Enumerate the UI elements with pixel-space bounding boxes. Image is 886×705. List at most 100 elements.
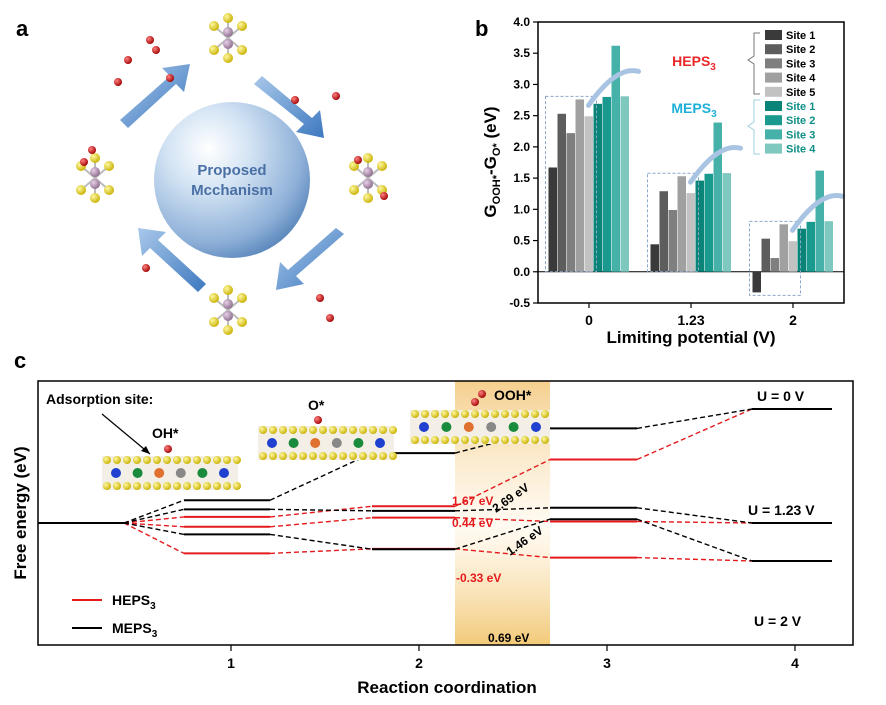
legend-group-heps: HEPS3: [672, 53, 716, 73]
legend-label: Site 1: [786, 101, 815, 113]
legend-label: Site 4: [786, 73, 816, 85]
legend-label: Site 5: [786, 87, 815, 99]
y-axis-ticks: -0.5 0.0 0.5 1.0 1.5 2.0 2.5 3.0 3.5 4.0: [509, 15, 538, 310]
connector-heps-U0-3: [636, 408, 753, 461]
legend-label: Site 3: [786, 129, 815, 141]
bar-meps-site-4-0: [620, 96, 629, 272]
bar-series: [538, 45, 845, 296]
bar-meps-site-2-0: [602, 96, 611, 272]
y-tick-label: 2.5: [513, 109, 530, 123]
bar-heps-site-4-2: [779, 224, 788, 272]
potential-label-u2: U = 2 V: [754, 613, 802, 629]
connector-meps-U123-1: [269, 508, 373, 512]
connector-meps-U2-2: [454, 518, 551, 550]
legend-swatch: [765, 44, 782, 55]
legend-label-meps: MEPS3: [112, 620, 158, 640]
bar-heps-site-2-1.23: [659, 191, 668, 272]
y-tick-label: 4.0: [513, 15, 530, 29]
panel-a-letter: a: [16, 16, 29, 41]
connector-meps-U123-0: [123, 508, 185, 524]
x-axis-title-c: Reaction coordination: [357, 678, 536, 697]
arrow-top-left-icon: [120, 64, 190, 128]
x-tick-label-c: 3: [603, 655, 611, 671]
legend-swatch: [765, 30, 782, 40]
connector-meps-U2-1: [269, 533, 373, 550]
bar-heps-site-1-1.23: [650, 244, 659, 272]
bar-heps-site-1-0: [548, 167, 557, 272]
bar-heps-site-5-0: [584, 116, 593, 272]
bar-heps-site-4-1.23: [677, 176, 686, 272]
bar-heps-site-5-2: [788, 241, 797, 272]
legend-swatch: [765, 101, 782, 111]
panel-c-letter: c: [14, 348, 26, 373]
highlight-box-1.23: [647, 172, 699, 273]
y-tick-label: 0.5: [513, 234, 530, 248]
curved-arrow-icon: [790, 193, 845, 233]
x-tick-label: 0: [585, 312, 593, 328]
bar-heps-site-5-1.23: [686, 193, 695, 272]
legend-swatch: [765, 58, 782, 69]
bar-heps-site-3-2: [770, 258, 779, 272]
bar-meps-site-3-2: [815, 170, 824, 272]
legend-group-meps: MEPS3: [671, 100, 717, 120]
mechanism-label-line1: Proposed: [197, 162, 266, 179]
connector-heps-U2-0: [123, 522, 185, 555]
arrow-bottom-right-icon: [276, 228, 344, 290]
bar-meps-site-3-0: [611, 45, 620, 272]
highlight-box-2: [749, 220, 801, 296]
annot-meps-u2: 0.69 eV: [488, 631, 529, 645]
y-tick-label: 0.0: [513, 265, 530, 279]
potential-label-u123: U = 1.23 V: [748, 502, 815, 518]
legend-label-heps: HEPS3: [112, 592, 156, 612]
connector-heps-U2-3: [636, 556, 753, 562]
mechanism-illustration: Proposed Mcchanism: [76, 13, 388, 335]
bar-meps-site-1-0: [593, 103, 602, 272]
x-tick-label-c: 4: [791, 655, 799, 671]
mechanism-label-line2: Mcchanism: [191, 182, 273, 199]
legend-label: Site 2: [786, 115, 815, 127]
molecule-models: [76, 13, 388, 335]
bar-heps-site-2-0: [557, 113, 566, 272]
legend-label: Site 2: [786, 44, 815, 56]
potential-label-u0: U = 0 V: [757, 388, 805, 404]
x-tick-label-c: 1: [227, 655, 235, 671]
y-tick-label: 2.0: [513, 140, 530, 154]
bar-heps-site-3-0: [566, 133, 575, 272]
bar-meps-site-2-2: [806, 221, 815, 272]
x-axis-ticks-c: 1 2 3 4: [227, 645, 799, 671]
y-tick-label: 1.5: [513, 171, 530, 185]
connector-heps-U123-3: [636, 520, 753, 524]
x-tick-label-c: 2: [415, 655, 423, 671]
x-tick-label: 2: [789, 312, 797, 328]
legend-swatch: [765, 72, 782, 83]
y-tick-label: 3.5: [513, 46, 530, 60]
y-tick-label: 1.0: [513, 202, 530, 216]
curved-arrow-icon: [586, 68, 641, 108]
legend-swatch: [765, 129, 782, 140]
legend-label: Site 4: [786, 144, 816, 156]
y-tick-label: -0.5: [509, 296, 530, 310]
highlight-box-0: [545, 95, 597, 273]
x-tick-label: 1.23: [677, 312, 704, 328]
annot-heps-u0: 1.67 eV: [452, 494, 493, 508]
adsorption-pointer: [101, 413, 151, 455]
connector-meps-U0-1: [269, 452, 373, 501]
plot-frame-c: [37, 380, 854, 646]
connector-heps-U123-0: [123, 522, 185, 528]
connector-meps-U123-3: [636, 507, 753, 524]
bar-meps-site-4-2: [824, 221, 833, 272]
species-o: O*: [308, 397, 325, 413]
legend-swatch: [765, 143, 782, 154]
bar-meps-site-1-1.23: [695, 180, 704, 272]
adsorption-site-label: Adsorption site:: [46, 391, 153, 407]
bar-heps-site-4-0: [575, 99, 584, 272]
connector-meps-U2-0: [123, 522, 185, 536]
panel-b-letter: b: [475, 16, 488, 41]
y-tick-label: 3.0: [513, 77, 530, 91]
connector-heps-U0-2: [454, 458, 551, 507]
bar-heps-site-2-2: [761, 238, 770, 272]
legend-brace-meps: [747, 99, 760, 155]
